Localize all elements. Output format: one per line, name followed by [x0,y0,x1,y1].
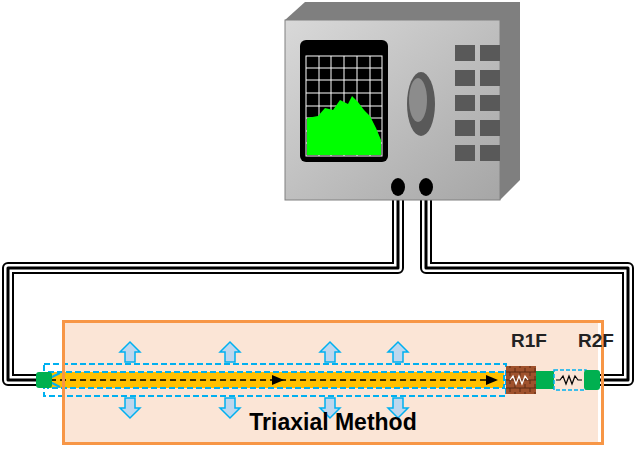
resistor-label: R2F [578,330,614,352]
network-analyzer [285,2,520,200]
resistor-label: R1F [511,330,547,352]
box-title: Triaxial Method [65,409,601,436]
triaxial-cable [8,190,628,380]
field-arrows [120,342,408,418]
dut-cable [36,364,506,396]
resistor-network [506,366,600,394]
